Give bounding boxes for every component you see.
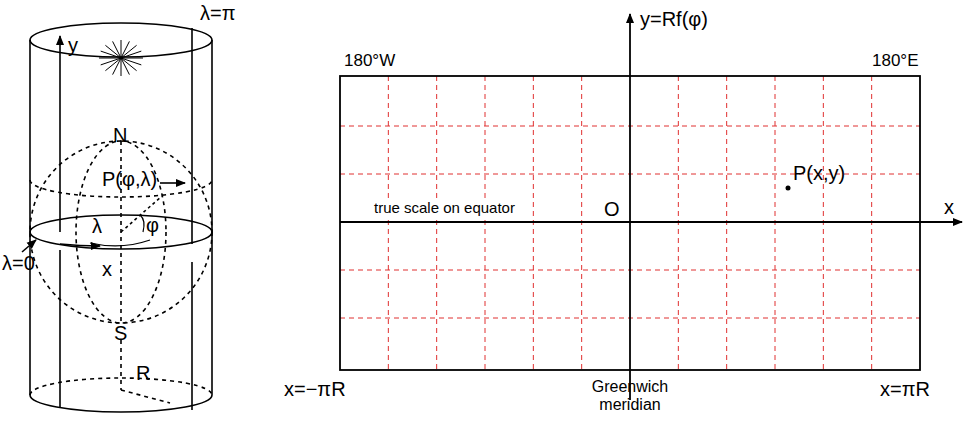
grid-line bbox=[533, 76, 534, 370]
light-ray bbox=[113, 41, 121, 58]
light-ray bbox=[121, 58, 129, 75]
light-ray bbox=[99, 58, 121, 59]
label: R bbox=[136, 362, 150, 384]
light-ray bbox=[121, 58, 122, 76]
label: 180°E bbox=[872, 52, 919, 71]
grid-line bbox=[775, 76, 776, 370]
light-ray bbox=[105, 45, 121, 58]
label: P(x,y) bbox=[793, 162, 845, 184]
label: φ bbox=[146, 214, 159, 236]
label: O bbox=[604, 198, 620, 220]
label: Greenwich meridian bbox=[585, 378, 675, 413]
grid-line bbox=[581, 76, 582, 370]
label: λ=0 bbox=[2, 252, 35, 274]
grid-line bbox=[678, 76, 679, 370]
light-ray bbox=[101, 58, 121, 65]
light-ray bbox=[105, 58, 121, 71]
label: P(φ,λ) bbox=[102, 168, 157, 190]
label: true scale on equator bbox=[374, 200, 515, 217]
grid-line bbox=[436, 76, 437, 370]
grid-line bbox=[871, 76, 872, 370]
label: x=πR bbox=[880, 378, 930, 400]
label: λ bbox=[92, 215, 102, 237]
grid-line bbox=[388, 76, 389, 370]
light-ray bbox=[121, 40, 122, 58]
label: x bbox=[944, 196, 954, 218]
light-ray bbox=[121, 58, 143, 59]
label: N bbox=[113, 124, 127, 146]
grid-line bbox=[726, 76, 727, 370]
label: y=Rf(φ) bbox=[640, 8, 708, 30]
label: y bbox=[68, 34, 78, 56]
label: S bbox=[114, 322, 127, 344]
light-ray bbox=[121, 51, 141, 58]
label: x=−πR bbox=[284, 378, 346, 400]
label: x bbox=[102, 258, 112, 280]
grid-line bbox=[823, 76, 824, 370]
light-ray bbox=[121, 45, 137, 58]
label: λ=π bbox=[200, 2, 235, 24]
grid-line bbox=[485, 76, 486, 370]
label: 180°W bbox=[344, 52, 395, 71]
light-ray bbox=[121, 58, 137, 71]
